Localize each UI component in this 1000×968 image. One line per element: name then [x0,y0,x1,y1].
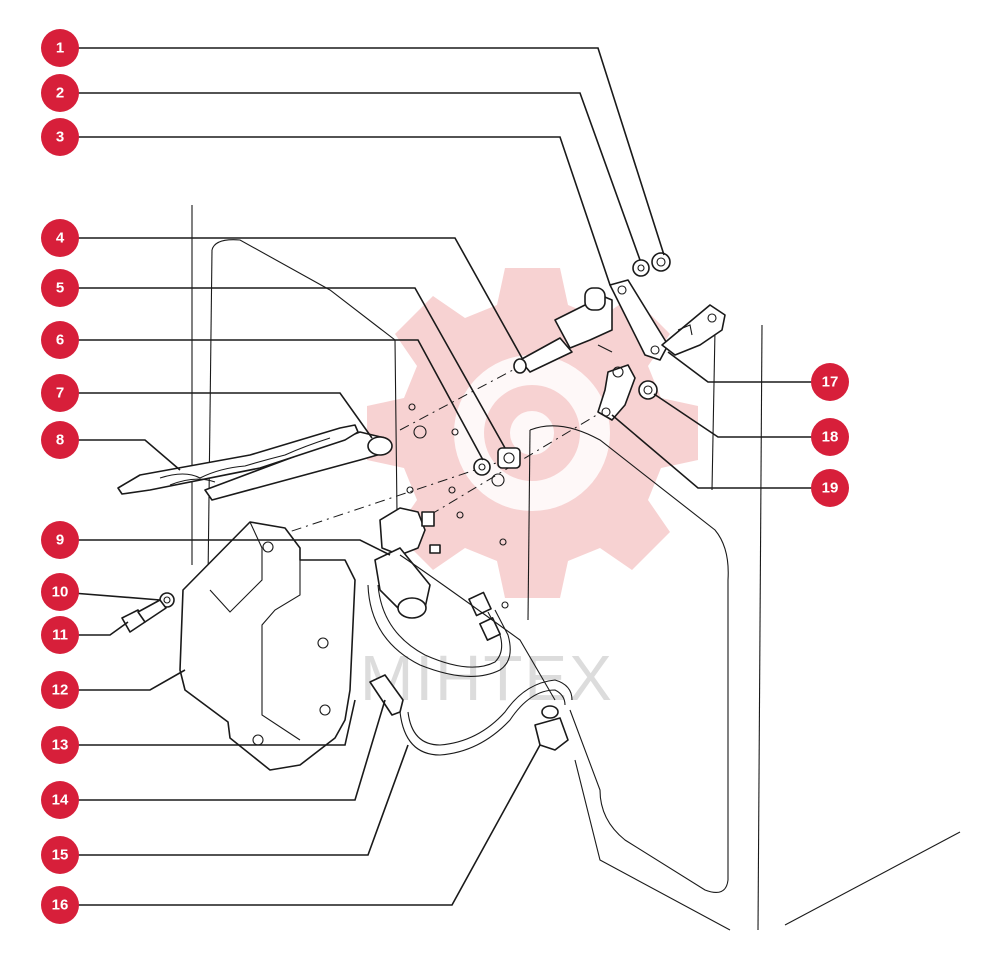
callout-13: 13 [41,726,79,764]
svg-text:14: 14 [52,792,69,809]
wiper-blade-part [117,424,359,495]
wiper-arm-part [204,431,393,501]
svg-text:19: 19 [822,480,839,497]
callout-3: 3 [41,118,79,156]
svg-text:1: 1 [56,40,64,57]
svg-text:4: 4 [56,230,65,247]
svg-text:8: 8 [56,432,64,449]
svg-text:2: 2 [56,85,64,102]
pivot-shaft-part [513,287,613,374]
callout-12: 12 [41,671,79,709]
grommet-part [497,447,521,469]
crank-bracket-part [661,304,726,356]
callouts: 1 2 3 4 5 6 7 8 9 10 11 12 13 14 15 16 1… [41,29,849,924]
svg-text:13: 13 [52,737,69,754]
svg-text:5: 5 [56,280,64,297]
axis-lines [249,344,631,546]
svg-text:16: 16 [52,897,69,914]
callout-11: 11 [41,616,79,654]
window-outline [191,205,961,931]
washer-reservoir-part [179,521,356,771]
svg-text:3: 3 [56,129,64,146]
callout-7: 7 [41,374,79,412]
callout-1: 1 [41,29,79,67]
svg-text:9: 9 [56,532,64,549]
crank-nut-part [638,380,658,400]
svg-text:15: 15 [52,847,69,864]
callout-4: 4 [41,219,79,257]
washer-part [632,259,650,277]
grommet-nut-part [473,458,491,476]
nut-part [651,252,671,272]
callout-10: 10 [41,573,79,611]
hoses-and-wiring [367,554,573,756]
motor-crank-part [597,364,636,421]
wiper-motor-part [374,507,441,619]
callout-15: 15 [41,836,79,874]
callout-6: 6 [41,321,79,359]
svg-text:6: 6 [56,332,64,349]
svg-text:7: 7 [56,385,64,402]
svg-text:18: 18 [822,429,839,446]
svg-text:11: 11 [52,627,68,644]
callout-9: 9 [41,521,79,559]
callout-16: 16 [41,886,79,924]
pivot-link-part [609,279,669,361]
callout-14: 14 [41,781,79,819]
callout-2: 2 [41,74,79,112]
svg-text:12: 12 [52,682,69,699]
bolt-part [121,599,167,633]
leader-lines [59,47,830,906]
callout-5: 5 [41,269,79,307]
callout-8: 8 [41,421,79,459]
callout-17: 17 [811,363,849,401]
washer-nozzle-part [534,705,569,751]
callout-19: 19 [811,469,849,507]
callout-18: 18 [811,418,849,456]
svg-text:17: 17 [822,374,839,391]
svg-text:10: 10 [52,584,69,601]
